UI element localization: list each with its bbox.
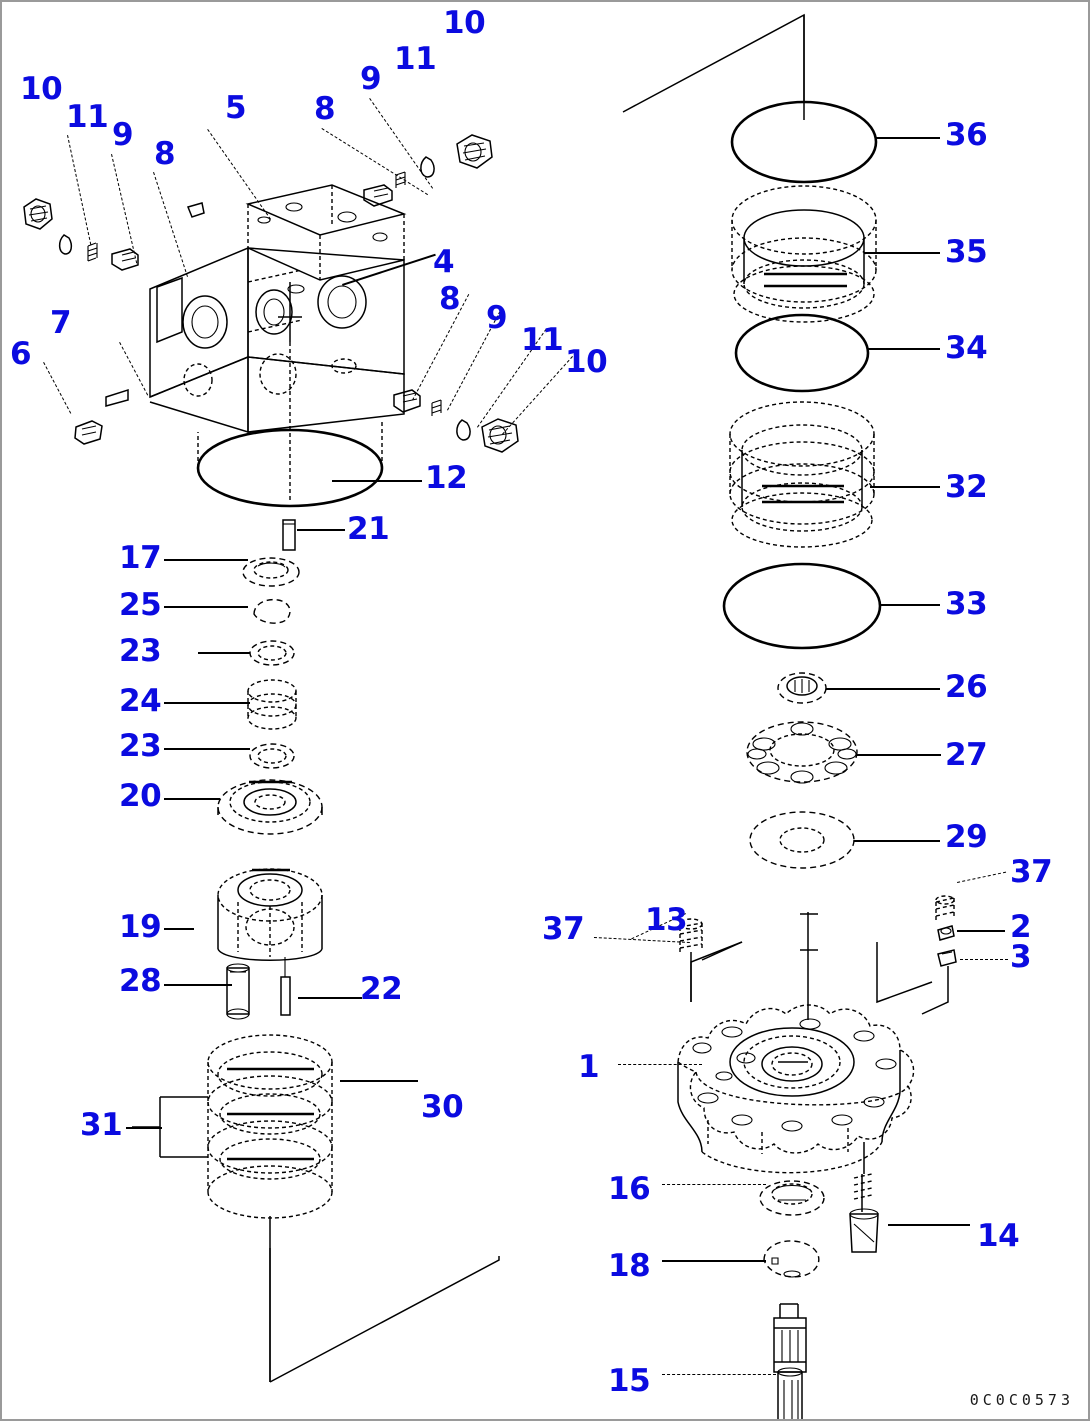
callout-3-c3[interactable]: 3: [1010, 939, 1032, 975]
callout-4-c4[interactable]: 4: [433, 244, 455, 280]
callout-24-c24[interactable]: 24: [119, 683, 162, 719]
callout-25-c25[interactable]: 25: [119, 587, 162, 623]
left-part-stack: [132, 519, 333, 1382]
callout-8-c8b[interactable]: 8: [314, 91, 336, 127]
callout-26-c26[interactable]: 26: [945, 669, 988, 705]
callout-1-c1[interactable]: 1: [578, 1049, 600, 1085]
callout-35-c35[interactable]: 35: [945, 234, 988, 270]
callout-5-c5[interactable]: 5: [225, 90, 247, 126]
valve-body-assembly: [149, 184, 407, 508]
callout-15-c15[interactable]: 15: [608, 1363, 651, 1399]
callout-6-c6[interactable]: 6: [10, 336, 32, 372]
callout-11-c11b[interactable]: 11: [394, 41, 437, 77]
callout-33-c33[interactable]: 33: [945, 586, 988, 622]
callout-29-c29[interactable]: 29: [945, 819, 988, 855]
callout-37-c37l[interactable]: 37: [542, 911, 585, 947]
callout-23-c23a[interactable]: 23: [119, 633, 162, 669]
callout-9-c9a[interactable]: 9: [112, 117, 134, 153]
callout-30-c30[interactable]: 30: [421, 1089, 464, 1125]
callout-14-c14[interactable]: 14: [977, 1218, 1020, 1254]
callout-18-c18[interactable]: 18: [608, 1248, 651, 1284]
callout-11-c11c[interactable]: 11: [521, 322, 564, 358]
callout-21-c21[interactable]: 21: [347, 511, 390, 547]
callout-34-c34[interactable]: 34: [945, 330, 988, 366]
drawing-code: 0C0C0573: [969, 1391, 1074, 1409]
callout-19-c19[interactable]: 19: [119, 909, 162, 945]
callout-9-c9c[interactable]: 9: [486, 300, 508, 336]
callout-23-c23b[interactable]: 23: [119, 728, 162, 764]
fastener-group-upper-right: [186, 134, 493, 218]
callout-8-c8a[interactable]: 8: [154, 136, 176, 172]
callout-32-c32[interactable]: 32: [945, 469, 988, 505]
callout-37-c37r[interactable]: 37: [1010, 854, 1053, 890]
callout-12-c12[interactable]: 12: [425, 460, 468, 496]
callout-10-c10b[interactable]: 10: [443, 5, 486, 41]
callout-31-c31[interactable]: 31: [80, 1107, 123, 1143]
callout-27-c27[interactable]: 27: [945, 737, 988, 773]
callout-17-c17[interactable]: 17: [119, 540, 162, 576]
callout-2-c2[interactable]: 2: [1010, 909, 1032, 945]
callout-20-c20[interactable]: 20: [119, 778, 162, 814]
callout-13-c13[interactable]: 13: [645, 902, 688, 938]
right-part-stack: [679, 15, 957, 1020]
callout-36-c36[interactable]: 36: [945, 117, 988, 153]
callout-28-c28[interactable]: 28: [119, 963, 162, 999]
section-break-lines: [269, 13, 805, 1383]
fastener-group-left: [23, 198, 139, 445]
callout-10-c10c[interactable]: 10: [565, 344, 608, 380]
callout-11-c11a[interactable]: 11: [66, 99, 109, 135]
cover-assembly: [677, 1004, 915, 1419]
callout-10-c10a[interactable]: 10: [20, 71, 63, 107]
callout-8-c8c[interactable]: 8: [439, 281, 461, 317]
callout-22-c22[interactable]: 22: [360, 971, 403, 1007]
callout-9-c9b[interactable]: 9: [360, 61, 382, 97]
callout-7-c7[interactable]: 7: [50, 305, 72, 341]
callout-16-c16[interactable]: 16: [608, 1171, 651, 1207]
